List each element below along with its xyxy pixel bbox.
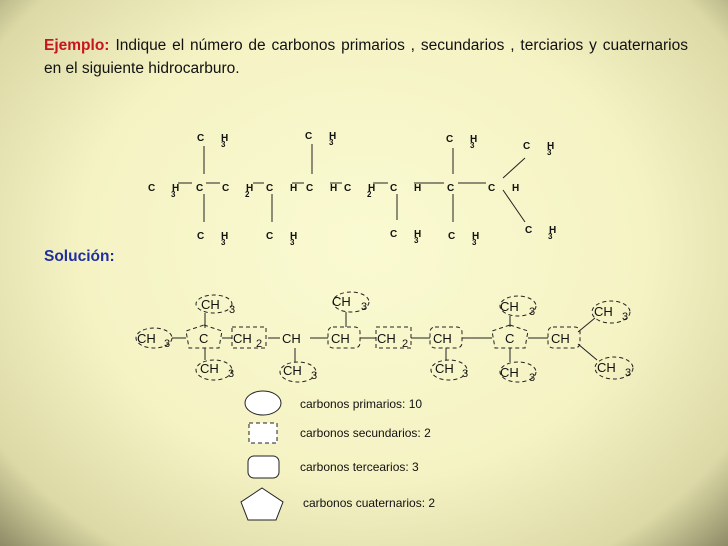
- sub: 3: [229, 304, 235, 316]
- f-bot-ch3-2: C H: [266, 231, 304, 242]
- f-bot-ch3-3: C H: [390, 229, 428, 240]
- f-ch2-2: C H: [344, 183, 382, 194]
- sub: 3: [622, 311, 628, 323]
- s-ch2: CH: [233, 331, 252, 346]
- f-ch-4: C H: [488, 183, 526, 194]
- primary-circle: [499, 361, 537, 383]
- sub: 3: [414, 236, 419, 245]
- f-c-1: C: [196, 183, 210, 194]
- s-ch: CH: [331, 331, 350, 346]
- s-ch: CH: [551, 331, 570, 346]
- primary-circle: [499, 295, 537, 317]
- tertiary-rounded-square: [547, 326, 581, 349]
- primary-circle: [279, 361, 317, 383]
- legend-rounded-square-icon: [247, 455, 280, 479]
- legend-pentagon-icon: [240, 487, 284, 521]
- s-c: C: [505, 331, 514, 346]
- f-ch-2: C H: [306, 183, 344, 194]
- primary-circle: [591, 300, 631, 324]
- sub: 3: [164, 338, 170, 350]
- sub: 2: [256, 338, 262, 350]
- bond: [577, 317, 596, 333]
- solution-labels: CH 3 CH 3 C CH 2 CH CH 3 CH 3 CH 3 CH CH…: [137, 294, 631, 384]
- s-ch3: CH: [597, 360, 616, 375]
- legend-quaternary: carbonos cuaternarios: 2: [303, 496, 435, 510]
- formula-bottom-branches: C H 3 C H 3 C H 3 C H 3 C H 3: [197, 189, 563, 247]
- s-ch3: CH: [594, 304, 613, 319]
- f-bot-ch3-5: C H: [525, 225, 563, 236]
- f-top-ch3-3: C H: [446, 134, 484, 145]
- f-ch-3: C H: [390, 183, 428, 194]
- sub: 3: [529, 306, 535, 318]
- s-ch3: CH: [200, 361, 219, 376]
- sub: 3: [470, 141, 475, 150]
- bond: [502, 157, 526, 179]
- f-top-ch3-4: C H: [523, 141, 561, 152]
- f-top-ch3-1: C H: [197, 133, 235, 144]
- f-c-2: C: [447, 183, 461, 194]
- primary-circle: [195, 359, 233, 381]
- f-ch3-left: C H: [148, 183, 186, 194]
- f-ch-1: C H: [266, 183, 304, 194]
- f-ch2-1-sub: 2: [245, 190, 250, 199]
- legend-square-icon: [248, 422, 278, 444]
- solution-bonds: [172, 312, 598, 362]
- s-ch3: CH: [332, 294, 351, 309]
- solution-label: Solución:: [44, 248, 115, 265]
- s-ch3: CH: [201, 297, 220, 312]
- sub: 3: [290, 238, 295, 247]
- example-statement: Ejemplo:Indique el número de carbonos pr…: [44, 34, 688, 80]
- sub: 3: [228, 368, 234, 380]
- sub: 3: [548, 232, 553, 241]
- sub: 2: [402, 338, 408, 350]
- s-ch3: CH: [500, 365, 519, 380]
- primary-circle: [332, 291, 370, 313]
- primary-circle: [594, 356, 634, 380]
- s-ch: CH: [282, 331, 301, 346]
- legend-circle-icon: [244, 390, 282, 416]
- f-top-ch3-2: C H: [305, 131, 343, 142]
- sub: 3: [529, 372, 535, 384]
- f-bot-ch3-1: C H: [197, 231, 235, 242]
- legend-secondary: carbonos secundarios: 2: [300, 426, 431, 440]
- formula-main-chain: C H 3 C C H 2 C H C H C H 2 C H C C H: [148, 182, 526, 199]
- primary-circle: [195, 294, 233, 314]
- s-ch3: CH: [283, 363, 302, 378]
- example-text: Indique el número de carbonos primarios …: [44, 37, 688, 77]
- sub: 3: [625, 367, 631, 379]
- sub: 3: [472, 238, 477, 247]
- primary-circle: [430, 359, 468, 381]
- sub: 3: [329, 138, 334, 147]
- f-ch2-2-sub: 2: [367, 190, 372, 199]
- s-c: C: [199, 331, 208, 346]
- legend-primary: carbonos primarios: 10: [300, 397, 422, 411]
- bond: [502, 189, 526, 223]
- sub: 3: [311, 370, 317, 382]
- sub: 3: [361, 301, 367, 313]
- f-bot-ch3-4: C H: [448, 231, 486, 242]
- sub: 3: [462, 368, 468, 380]
- example-label: Ejemplo:: [44, 37, 110, 54]
- s-ch3: CH: [500, 299, 519, 314]
- s-ch3: CH: [137, 331, 156, 346]
- f-ch3-left-sub: 3: [171, 190, 176, 199]
- s-ch2: CH: [377, 331, 396, 346]
- formula-top-branches: C H 3 C H 3 C H 3 C H 3: [197, 131, 561, 179]
- bond: [577, 343, 598, 361]
- s-ch: CH: [433, 331, 452, 346]
- quaternary-pentagon: [185, 324, 223, 349]
- sub: 3: [221, 140, 226, 149]
- sub: 3: [547, 148, 552, 157]
- sub: 3: [221, 238, 226, 247]
- s-ch3: CH: [435, 361, 454, 376]
- legend-tertiary: carbonos tercearios: 3: [300, 460, 419, 474]
- f-ch2-1: C H: [222, 183, 260, 194]
